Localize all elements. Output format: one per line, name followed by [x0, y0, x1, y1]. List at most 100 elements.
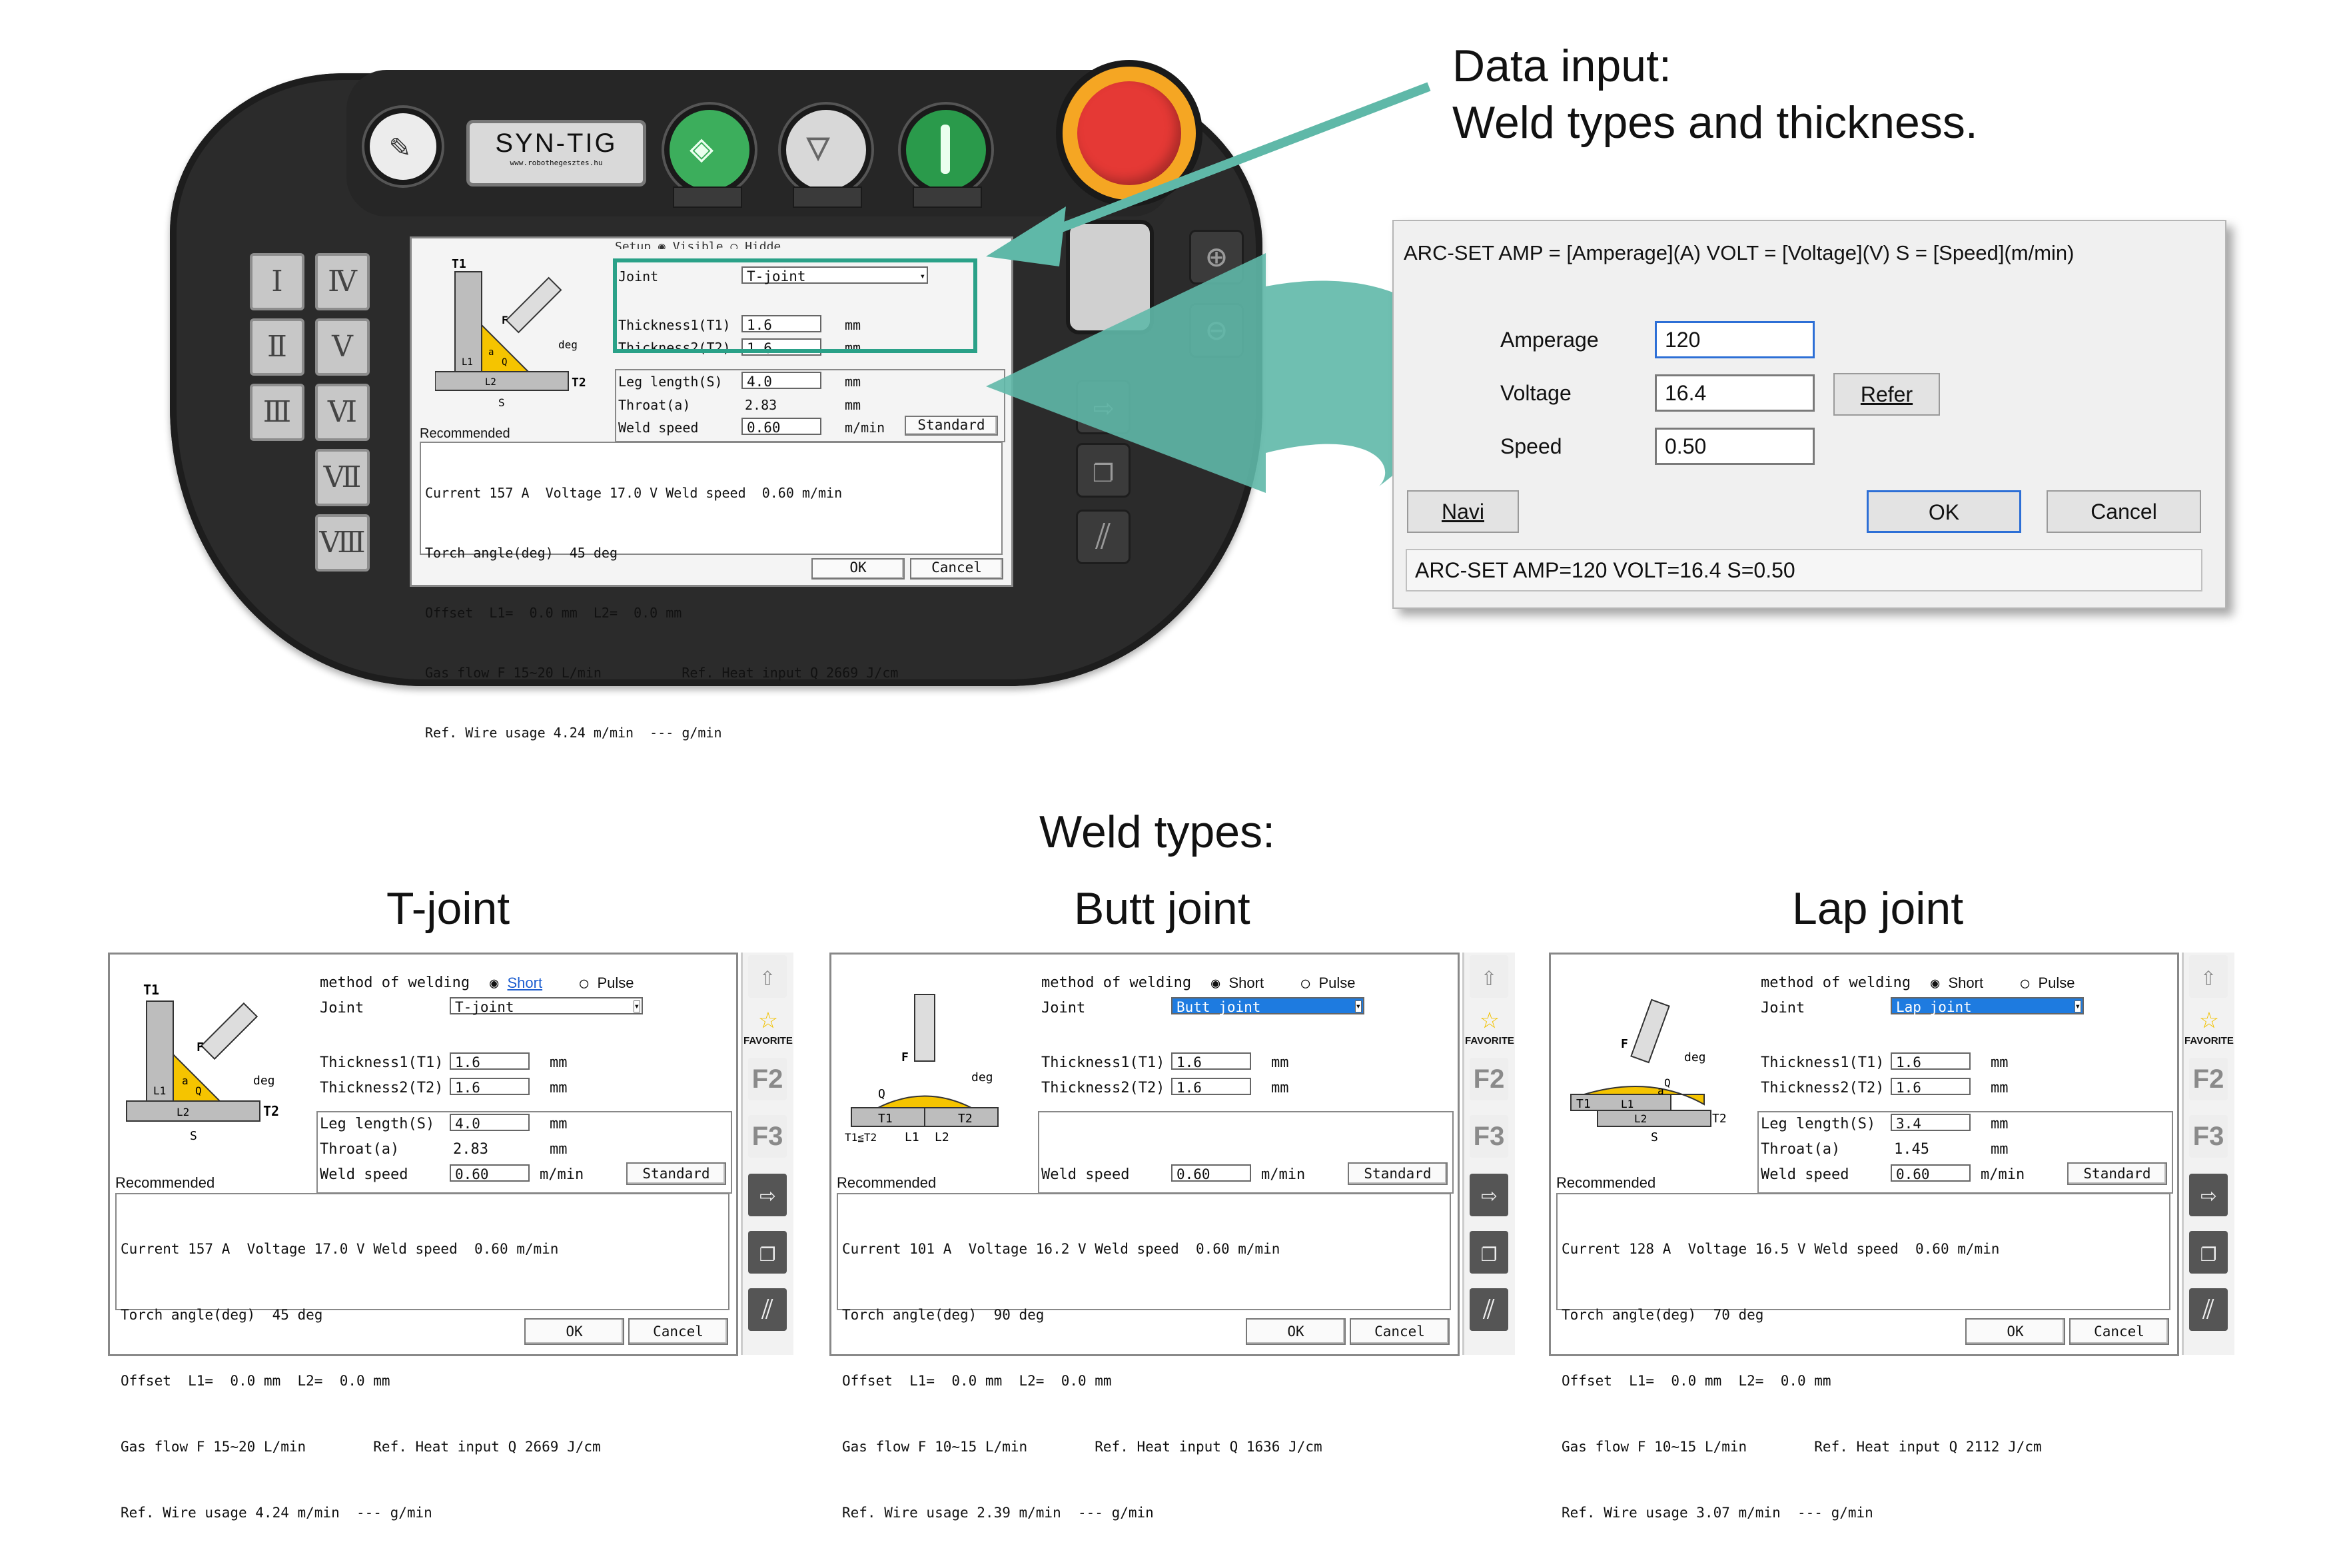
- hatch-key[interactable]: ⫽: [1076, 510, 1131, 564]
- thickness2-input[interactable]: 1.6: [1171, 1078, 1251, 1096]
- standard-button[interactable]: Standard: [2067, 1162, 2167, 1185]
- joint-select[interactable]: T-joint ▾: [450, 997, 643, 1015]
- plus-icon: ⊕: [1206, 237, 1227, 277]
- label-s: S: [498, 396, 505, 409]
- joint-select[interactable]: Butt joint ▾: [1171, 997, 1364, 1015]
- key-7[interactable]: Ⅶ: [315, 449, 370, 506]
- voltage-input[interactable]: 16.4: [1655, 374, 1815, 412]
- weld-speed-input[interactable]: 0.60: [741, 418, 821, 436]
- key-icon: ✎: [390, 127, 410, 165]
- copy-key[interactable]: ❐: [1076, 443, 1131, 498]
- key-2[interactable]: Ⅱ: [250, 318, 304, 376]
- next-key[interactable]: ⇨: [1470, 1174, 1508, 1216]
- copy-key[interactable]: ❐: [1470, 1231, 1508, 1274]
- start-button[interactable]: ◈: [670, 110, 749, 190]
- label-s: S: [1651, 1130, 1658, 1144]
- label-a: a: [1657, 1084, 1664, 1097]
- dialog-cancel-button[interactable]: Cancel: [2047, 490, 2201, 533]
- f2-key[interactable]: F2: [748, 1058, 787, 1100]
- thickness2-unit: mm: [550, 1080, 568, 1096]
- throat-label: Throat(a): [618, 397, 691, 413]
- thickness2-input[interactable]: 1.6: [450, 1078, 530, 1096]
- joint-select[interactable]: T-joint ▾: [741, 266, 928, 284]
- favorite-key[interactable]: ☆ FAVORITE: [2184, 1000, 2234, 1054]
- weld-bead: [1584, 1086, 1705, 1106]
- joint-select[interactable]: Lap joint ▾: [1891, 997, 2084, 1015]
- method-short-radio[interactable]: ◉ Short: [1931, 975, 1983, 992]
- hatch-key[interactable]: ⫽: [1470, 1288, 1508, 1331]
- thickness1-input[interactable]: 1.6: [1171, 1052, 1251, 1070]
- result-line: Current 157 A Voltage 17.0 V Weld speed …: [425, 485, 843, 501]
- label-l2: L2: [1634, 1112, 1647, 1125]
- power-button[interactable]: [906, 110, 986, 190]
- weld-speed-input[interactable]: 0.60: [450, 1164, 530, 1182]
- navi-button[interactable]: Navi: [1407, 490, 1519, 533]
- f3-key[interactable]: F3: [2189, 1115, 2228, 1158]
- ok-button[interactable]: OK: [1246, 1318, 1346, 1345]
- f2-key[interactable]: F2: [1470, 1058, 1508, 1100]
- thickness1-input[interactable]: 1.6: [1891, 1052, 1971, 1070]
- emergency-stop-button[interactable]: [1063, 67, 1196, 200]
- hatch-key[interactable]: ⫽: [2189, 1288, 2228, 1331]
- next-key[interactable]: ⇨: [2189, 1174, 2228, 1216]
- weld-speed-input[interactable]: 0.60: [1891, 1164, 1971, 1182]
- voltage-label: Voltage: [1500, 381, 1572, 405]
- key-8[interactable]: Ⅷ: [315, 514, 370, 572]
- leg-length-unit: mm: [1991, 1116, 2009, 1132]
- key-3[interactable]: Ⅲ: [250, 384, 304, 441]
- thickness1-input[interactable]: 1.6: [741, 315, 821, 333]
- f3-key[interactable]: F3: [748, 1115, 787, 1158]
- standard-button[interactable]: Standard: [1348, 1162, 1448, 1185]
- cancel-button[interactable]: Cancel: [910, 558, 1003, 580]
- teal-arrows: [986, 82, 1457, 493]
- f2-key[interactable]: F2: [2189, 1058, 2228, 1100]
- right-plate: [924, 1107, 999, 1127]
- method-pulse-radio[interactable]: ○ Pulse: [1301, 975, 1356, 992]
- copy-key[interactable]: ❐: [748, 1231, 787, 1274]
- standard-button[interactable]: Standard: [905, 416, 998, 436]
- thickness1-input[interactable]: 1.6: [450, 1052, 530, 1070]
- refer-button[interactable]: Refer: [1833, 373, 1940, 416]
- thickness2-input[interactable]: 1.6: [1891, 1078, 1971, 1096]
- key-switch[interactable]: ✎: [370, 113, 436, 180]
- favorite-key[interactable]: ☆ FAVORITE: [1464, 1000, 1515, 1054]
- standard-button[interactable]: Standard: [626, 1162, 726, 1185]
- method-short-radio[interactable]: ◉ Short: [490, 975, 542, 992]
- key-1[interactable]: Ⅰ: [250, 253, 304, 310]
- next-key[interactable]: ⇨: [748, 1174, 787, 1216]
- method-short-radio[interactable]: ◉ Short: [1211, 975, 1264, 992]
- label-t1: T1: [1576, 1097, 1591, 1111]
- weld-speed-unit: m/min: [540, 1166, 584, 1183]
- favorite-key[interactable]: ☆ FAVORITE: [743, 1000, 793, 1054]
- t-joint-diagram: T1 T2 F deg S L1 L2 a Q: [435, 258, 586, 409]
- key-4[interactable]: Ⅳ: [315, 253, 370, 310]
- key-5[interactable]: Ⅴ: [315, 318, 370, 376]
- up-key[interactable]: ⇧: [1470, 955, 1508, 998]
- ok-button[interactable]: OK: [1965, 1318, 2065, 1345]
- key-6[interactable]: Ⅵ: [315, 384, 370, 441]
- cancel-button[interactable]: Cancel: [2069, 1318, 2169, 1345]
- up-key[interactable]: ⇧: [2189, 955, 2228, 998]
- ok-button[interactable]: OK: [524, 1318, 624, 1345]
- f3-key[interactable]: F3: [1470, 1115, 1508, 1158]
- cancel-button[interactable]: Cancel: [1350, 1318, 1450, 1345]
- joint-select-value: Butt joint: [1176, 999, 1261, 1015]
- ok-button[interactable]: OK: [811, 558, 905, 580]
- cancel-button[interactable]: Cancel: [628, 1318, 728, 1345]
- hatch-key[interactable]: ⫽: [748, 1288, 787, 1331]
- hatch-icon: ⫽: [1095, 517, 1111, 557]
- amperage-input[interactable]: 120: [1655, 321, 1815, 358]
- weld-panel-butt-joint: T1 T2 F deg Q L1 L2 T1≦T2 method of weld…: [829, 953, 1515, 1521]
- up-key[interactable]: ⇧: [748, 955, 787, 998]
- weld-speed-input[interactable]: 0.60: [1171, 1164, 1251, 1182]
- stop-button[interactable]: ▽: [786, 110, 866, 190]
- method-pulse-radio[interactable]: ○ Pulse: [580, 975, 634, 992]
- speed-input[interactable]: 0.50: [1655, 428, 1815, 465]
- method-pulse-radio[interactable]: ○ Pulse: [2021, 975, 2075, 992]
- leg-length-input[interactable]: 4.0: [450, 1114, 530, 1132]
- copy-key[interactable]: ❐: [2189, 1231, 2228, 1274]
- dialog-ok-button[interactable]: OK: [1867, 490, 2021, 533]
- leg-length-input[interactable]: 3.4: [1891, 1114, 1971, 1132]
- thickness1-label: Thickness1(T1): [320, 1054, 444, 1071]
- leg-length-input[interactable]: 4.0: [741, 372, 821, 390]
